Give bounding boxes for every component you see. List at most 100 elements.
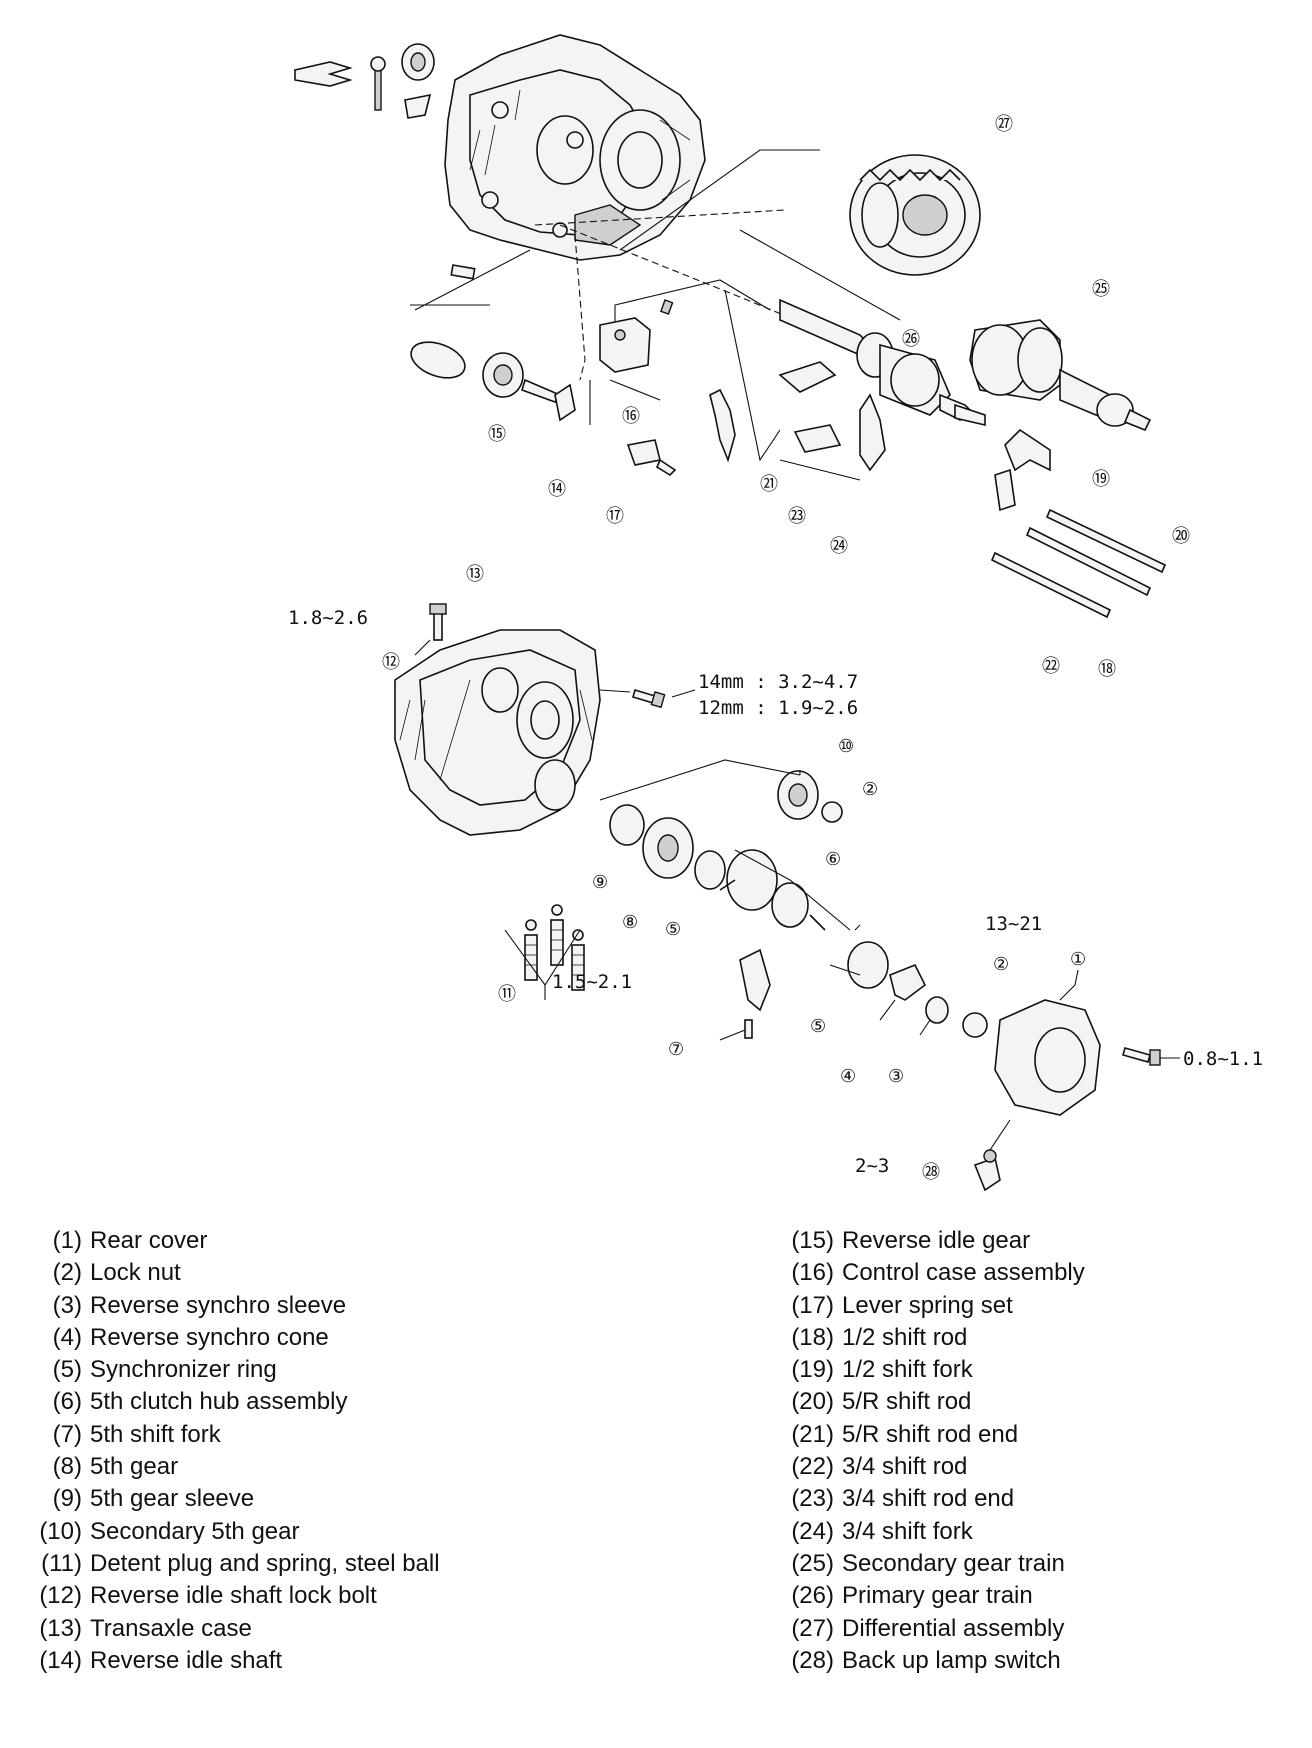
legend-item-number: (7) bbox=[52, 1420, 82, 1448]
reverse-idle-gear-and-shaft bbox=[410, 264, 576, 422]
callout-12: ⑫ bbox=[382, 652, 400, 672]
case-bolt bbox=[632, 689, 666, 709]
legend-item-label: Lock nut bbox=[90, 1259, 181, 1287]
reverse-idle-shaft-lock-bolt bbox=[429, 603, 447, 641]
callout-25: ㉕ bbox=[1092, 279, 1110, 299]
legend-item: (17) Lever spring set bbox=[778, 1290, 1085, 1322]
legend-item-number: (14) bbox=[39, 1646, 82, 1674]
legend-item-number: (10) bbox=[39, 1517, 82, 1545]
legend-item: (20)5/R shift rod bbox=[778, 1386, 1085, 1418]
legend-item-label: 5/R shift rod end bbox=[842, 1420, 1019, 1448]
legend-item-label: 3/4 shift fork bbox=[842, 1517, 973, 1545]
transaxle-case bbox=[394, 629, 601, 836]
legend-item-number: (23) bbox=[791, 1485, 834, 1513]
legend-column-right: (15)Reverse idle gear(16)Control case as… bbox=[778, 1225, 1085, 1677]
legend-item: (16)Control case assembly bbox=[778, 1257, 1085, 1289]
callout-5b: ⑤ bbox=[810, 1016, 826, 1036]
callout-23: ㉓ bbox=[788, 506, 806, 526]
legend-item-number: (3) bbox=[52, 1291, 82, 1319]
callout-16: ⑯ bbox=[622, 406, 640, 426]
torque-rear-cover: 0.8~1.1 bbox=[1183, 1048, 1263, 1070]
legend-item-number: (20) bbox=[791, 1388, 834, 1416]
callout-9: ⑨ bbox=[592, 872, 608, 892]
release-fork-parts bbox=[294, 43, 435, 119]
legend-item: (28) Back up lamp switch bbox=[778, 1645, 1085, 1677]
legend-item-number: (21) bbox=[791, 1420, 834, 1448]
legend-item-label: Rear cover bbox=[90, 1227, 208, 1254]
legend-item: (9) 5th gear sleeve bbox=[18, 1483, 440, 1515]
legend-item-label: 3/4 shift rod end bbox=[842, 1485, 1015, 1513]
callout-28: ㉘ bbox=[922, 1162, 940, 1182]
legend-item: (22) 3/4 shift rod bbox=[778, 1451, 1085, 1483]
torque-detent: 1.5~2.1 bbox=[552, 971, 632, 993]
legend-item: (13)Transaxle case bbox=[18, 1613, 440, 1645]
legend-item-label: 3/4 shift rod bbox=[842, 1453, 968, 1481]
torque-hub: 13~21 bbox=[985, 913, 1042, 935]
legend-item: (26)Primary gear train bbox=[778, 1580, 1085, 1612]
clutch-housing bbox=[444, 34, 706, 261]
primary-gear-train bbox=[779, 298, 986, 427]
legend-item-label: Primary gear train bbox=[842, 1582, 1033, 1610]
legend-item-label: Back up lamp switch bbox=[842, 1646, 1061, 1674]
legend-item-number: (28) bbox=[791, 1646, 834, 1674]
legend-item-number: (1) bbox=[52, 1227, 82, 1254]
legend-item: (12)Reverse idle shaft lock bolt bbox=[18, 1580, 440, 1612]
legend-item-number: (27) bbox=[791, 1614, 834, 1642]
legend-item-label: Secondary 5th gear bbox=[90, 1517, 300, 1545]
legend-item-label: Detent plug and spring, steel ball bbox=[90, 1549, 440, 1577]
callout-2a: ② bbox=[862, 779, 878, 799]
legend-item: (23) 3/4 shift rod end bbox=[778, 1483, 1085, 1515]
torque-case-12mm: 12mm : 1.9~2.6 bbox=[698, 697, 858, 719]
legend-item-number: (19) bbox=[791, 1356, 834, 1384]
callout-1: ① bbox=[1070, 949, 1086, 969]
legend-item-number: (22) bbox=[791, 1453, 834, 1481]
control-case-assembly bbox=[599, 299, 736, 477]
callout-4: ④ bbox=[840, 1066, 856, 1086]
legend-item-label: Transaxle case bbox=[90, 1614, 252, 1642]
legend-item-label: Secondary gear train bbox=[842, 1549, 1065, 1577]
secondary-5th-gear bbox=[777, 770, 843, 823]
legend-item: (10) Secondary 5th gear bbox=[18, 1516, 440, 1548]
legend-item-label: 5th clutch hub assembly bbox=[90, 1388, 348, 1416]
legend-item: (5)Synchronizer ring bbox=[18, 1354, 440, 1386]
legend-item: (14)Reverse idle shaft bbox=[18, 1645, 440, 1677]
legend-item-number: (11) bbox=[41, 1549, 82, 1577]
legend-item: (18) 1/2 shift rod bbox=[778, 1322, 1085, 1354]
callout-7: ⑦ bbox=[668, 1039, 684, 1059]
detent-plugs-springs-balls bbox=[524, 904, 585, 991]
callout-11: ⑪ bbox=[498, 984, 516, 1004]
legend-item-label: 5th gear sleeve bbox=[90, 1485, 255, 1513]
legend-item-number: (4) bbox=[52, 1323, 82, 1351]
legend-item-label: Reverse synchro cone bbox=[90, 1323, 329, 1351]
exploded-view-diagram: ㉗ ㉕ ㉖ ⑮ ⑭ ⑯ ⑰ ㉑ ㉓ ㉔ ⑲ ⑳ ㉒ ⑱ ⑬ ⑫ ⑩ ② ⑥ ⑨ … bbox=[288, 34, 1263, 1192]
legend-item-label: 5th shift fork bbox=[90, 1420, 221, 1448]
callout-21: ㉑ bbox=[760, 474, 778, 494]
parts-legend: (1) Rear cover (2) Lock nut (3) Reverse synch… bbox=[0, 1225, 1312, 1725]
fifth-shift-fork bbox=[739, 948, 771, 1039]
legend-item-label: Reverse idle shaft lock bolt bbox=[90, 1582, 377, 1610]
legend-item-label: Reverse synchro sleeve bbox=[90, 1291, 347, 1319]
legend-item-number: (15) bbox=[791, 1227, 834, 1254]
legend-item: (27)Differential assembly bbox=[778, 1613, 1085, 1645]
callout-22: ㉒ bbox=[1042, 656, 1060, 676]
legend-item-number: (17) bbox=[791, 1291, 834, 1319]
callout-13: ⑬ bbox=[466, 564, 484, 584]
legend-item-number: (18) bbox=[791, 1323, 834, 1351]
legend-item: (3) Reverse synchro sleeve bbox=[18, 1290, 440, 1322]
torque-bolt-12: 1.8~2.6 bbox=[288, 607, 368, 629]
fifth-gear-train-parts bbox=[609, 804, 988, 1038]
legend-item-label: 1/2 shift rod bbox=[842, 1323, 968, 1351]
rear-cover bbox=[994, 999, 1161, 1116]
legend-item-number: (24) bbox=[791, 1517, 834, 1545]
legend-item: (25)Secondary gear train bbox=[778, 1548, 1085, 1580]
torque-case-14mm: 14mm : 3.2~4.7 bbox=[698, 671, 858, 693]
legend-item-number: (2) bbox=[52, 1259, 82, 1287]
legend-item-label: Control case assembly bbox=[842, 1259, 1085, 1287]
callout-2b: ② bbox=[993, 954, 1009, 974]
legend-item-number: (9) bbox=[52, 1485, 82, 1513]
callout-15: ⑮ bbox=[488, 424, 506, 444]
legend-item-label: Synchronizer ring bbox=[90, 1356, 277, 1384]
legend-item-label: Lever spring set bbox=[842, 1291, 1013, 1319]
legend-item: (7) 5th shift fork bbox=[18, 1419, 440, 1451]
callout-19: ⑲ bbox=[1092, 469, 1110, 489]
